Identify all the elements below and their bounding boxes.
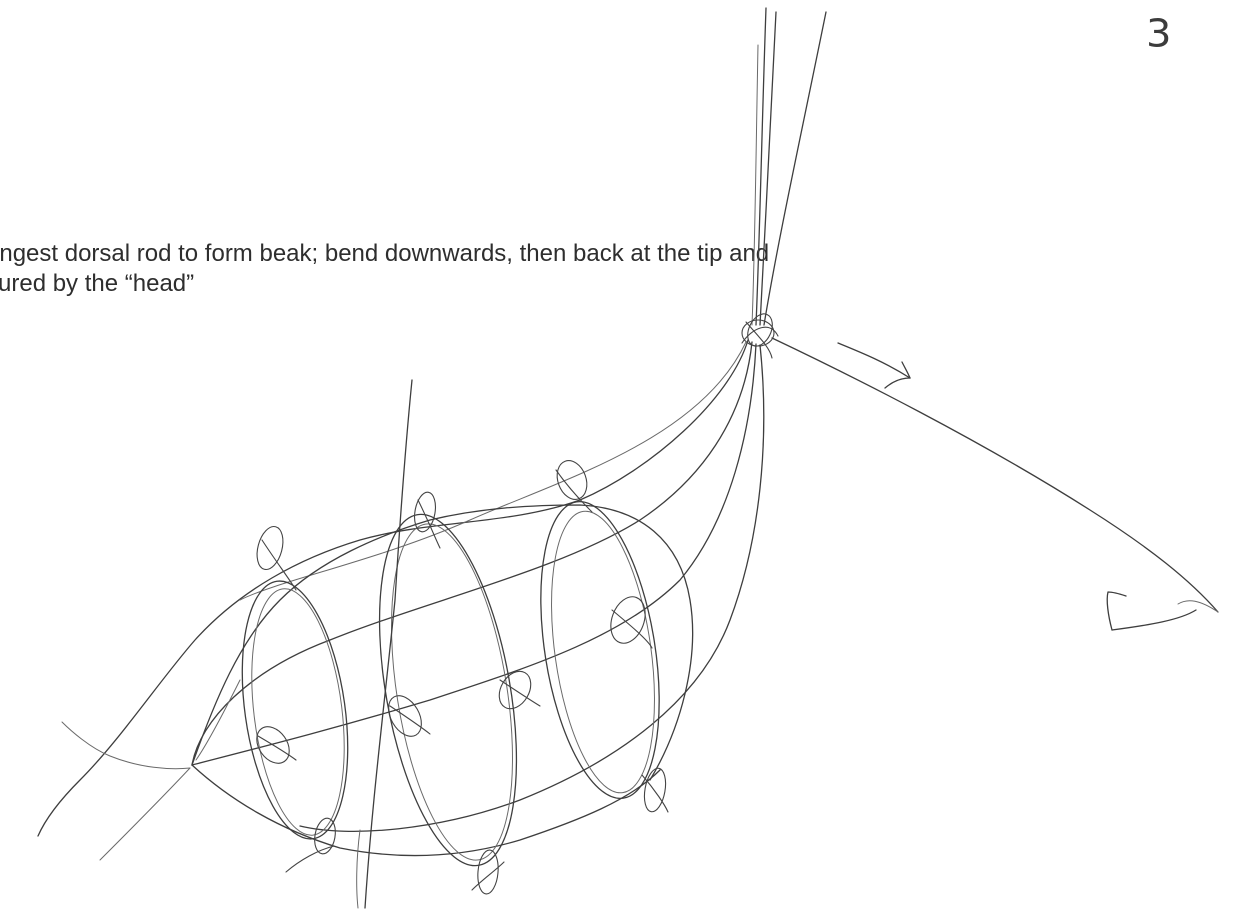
direction-arrow xyxy=(838,343,910,388)
body-outline xyxy=(62,505,693,860)
beak-rod xyxy=(772,338,1218,630)
hoops xyxy=(227,493,677,876)
upper-rods xyxy=(752,8,826,325)
